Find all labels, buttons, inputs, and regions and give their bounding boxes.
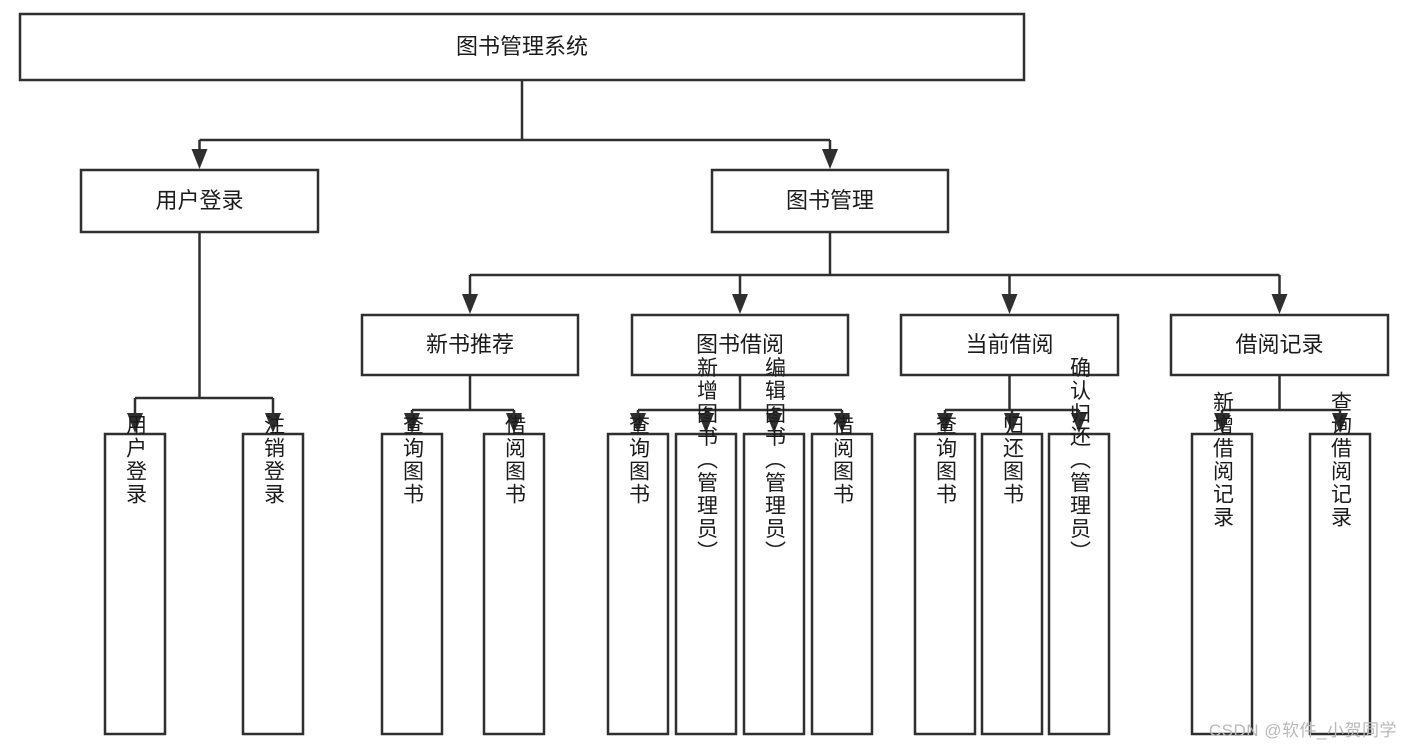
node-box [1169, 313, 1390, 377]
node-box [18, 12, 1026, 82]
node-box [913, 432, 977, 736]
node-label: 用户登录 [155, 188, 243, 213]
node-label: 归还图书 [1001, 414, 1025, 506]
node-leaf-注销登录: 注销登录 [241, 414, 305, 736]
node-leaf-查询图书: 查询图书 [380, 414, 444, 736]
node-level3-新书推荐: 新书推荐 [360, 313, 580, 377]
arrowhead-icon [937, 413, 953, 433]
node-label: 图书管理 [786, 188, 874, 213]
node-box [606, 432, 670, 736]
node-box [710, 168, 950, 234]
node-level3-当前借阅: 当前借阅 [899, 313, 1120, 377]
node-leaf-查询图书: 查询图书 [606, 414, 670, 736]
arrowhead-icon [732, 294, 748, 314]
arrowhead-icon [462, 294, 478, 314]
node-label: 图书管理系统 [456, 34, 588, 59]
node-root-图书管理系统: 图书管理系统 [18, 12, 1026, 82]
node-box [810, 432, 874, 736]
node-level2-图书管理: 图书管理 [710, 168, 950, 234]
node-box [742, 432, 806, 736]
arrowhead-icon [1271, 294, 1288, 314]
arrowhead-icon [506, 413, 522, 433]
node-box [1047, 432, 1111, 736]
arrowhead-icon [404, 413, 420, 433]
node-layer: 图书管理系统用户登录图书管理新书推荐图书借阅当前借阅借阅记录用户登录注销登录查询… [18, 12, 1390, 736]
node-label: 查询借阅记录 [1329, 391, 1353, 529]
node-label: 借阅记录 [1235, 332, 1323, 357]
node-label: 用户登录 [124, 414, 148, 506]
node-label: 借阅图书 [503, 414, 527, 506]
node-label: 编辑图书（管理员） [763, 357, 787, 564]
node-box [482, 432, 546, 736]
arrowhead-icon [834, 413, 850, 433]
node-label: 新增图书（管理员） [695, 357, 719, 564]
node-label: 图书借阅 [696, 332, 784, 357]
node-label: 新增借阅记录 [1211, 391, 1235, 529]
node-box [630, 313, 850, 377]
arrowhead-icon [630, 413, 646, 433]
node-leaf-确认归还管理员: 确认归还（管理员） [1047, 357, 1111, 736]
arrowhead-icon [698, 413, 714, 433]
node-level3-借阅记录: 借阅记录 [1169, 313, 1390, 377]
node-level3-图书借阅: 图书借阅 [630, 313, 850, 377]
node-label: 新书推荐 [426, 332, 514, 357]
node-leaf-借阅图书: 借阅图书 [810, 414, 874, 736]
node-level2-用户登录: 用户登录 [79, 168, 320, 234]
node-box [899, 313, 1120, 377]
node-leaf-新增借阅记录: 新增借阅记录 [1190, 391, 1254, 736]
arrowhead-icon [1071, 413, 1087, 433]
arrowhead-icon [822, 149, 838, 169]
node-leaf-查询借阅记录: 查询借阅记录 [1308, 391, 1372, 736]
node-leaf-编辑图书管理员: 编辑图书（管理员） [742, 357, 806, 736]
arrowhead-icon [766, 413, 782, 433]
node-label: 确认归还（管理员） [1068, 357, 1092, 564]
node-label: 当前借阅 [965, 332, 1053, 357]
arrowhead-icon [1332, 413, 1348, 433]
arrowhead-icon [1214, 413, 1230, 433]
node-box [674, 432, 738, 736]
node-box [79, 168, 320, 234]
connector-layer [127, 80, 1348, 433]
node-label: 查询图书 [934, 414, 958, 506]
node-box [360, 313, 580, 377]
node-box [1308, 432, 1372, 736]
node-leaf-借阅图书: 借阅图书 [482, 414, 546, 736]
arrowhead-icon [1001, 294, 1018, 314]
node-box [241, 432, 305, 736]
node-leaf-归还图书: 归还图书 [980, 414, 1044, 736]
arrowhead-icon [127, 413, 143, 433]
arrowhead-icon [265, 413, 281, 433]
node-label: 借阅图书 [831, 414, 855, 506]
node-label: 查询图书 [627, 414, 651, 506]
node-label: 查询图书 [401, 414, 425, 506]
node-box [1190, 432, 1254, 736]
node-box [380, 432, 444, 736]
arrowhead-icon [1004, 413, 1020, 433]
node-leaf-用户登录: 用户登录 [103, 414, 167, 736]
node-label: 注销登录 [262, 414, 286, 506]
node-leaf-新增图书管理员: 新增图书（管理员） [674, 357, 738, 736]
node-box [980, 432, 1044, 736]
node-box [103, 432, 167, 736]
arrowhead-icon [191, 149, 208, 169]
node-leaf-查询图书: 查询图书 [913, 414, 977, 736]
